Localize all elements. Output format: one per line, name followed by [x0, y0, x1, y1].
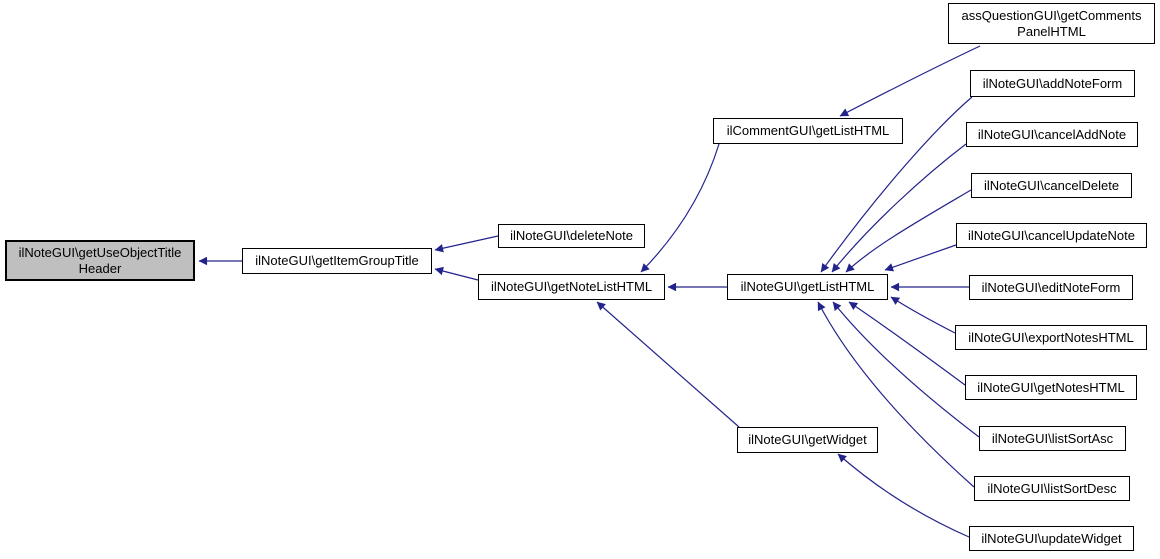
- edge-commentGetListHTML-to-getNoteListHTML: [640, 143, 720, 273]
- node-cancelUpdateNote[interactable]: ilNoteGUI\cancelUpdateNote: [956, 223, 1147, 248]
- edge-addNoteForm-to-getListHTML: [820, 96, 973, 273]
- node-label: Header: [78, 260, 122, 276]
- node-commentGetListHTML[interactable]: ilCommentGUI\getListHTML: [713, 118, 903, 144]
- node-label: ilNoteGUI\getUseObjectTitle: [18, 244, 182, 260]
- edge-assQuestionGetCommentsPanelHTML-to-commentGetListHTML: [839, 45, 981, 117]
- node-getWidget[interactable]: ilNoteGUI\getWidget: [737, 427, 878, 453]
- node-getItemGroupTitle[interactable]: ilNoteGUI\getItemGroupTitle: [242, 248, 432, 274]
- edge-cancelUpdateNote-to-getListHTML: [884, 244, 957, 272]
- edge-exportNotesHTML-to-getListHTML: [890, 296, 956, 334]
- node-deleteNote[interactable]: ilNoteGUI\deleteNote: [498, 224, 645, 248]
- node-label: assQuestionGUI\getComments: [961, 7, 1142, 23]
- edge-listSortAsc-to-getListHTML: [832, 301, 980, 438]
- node-label: ilNoteGUI\listSortDesc: [987, 480, 1117, 496]
- edge-deleteNote-to-getItemGroupTitle: [434, 235, 499, 253]
- node-label: ilNoteGUI\deleteNote: [510, 228, 633, 244]
- edge-cancelAddNote-to-getListHTML: [831, 143, 967, 273]
- node-cancelAddNote[interactable]: ilNoteGUI\cancelAddNote: [966, 122, 1138, 147]
- edge-getWidget-to-getNoteListHTML: [596, 301, 740, 428]
- node-label: ilNoteGUI\listSortAsc: [991, 430, 1114, 446]
- node-label: ilCommentGUI\getListHTML: [726, 123, 890, 139]
- node-cancelDelete[interactable]: ilNoteGUI\cancelDelete: [971, 173, 1132, 198]
- node-label: ilNoteGUI\cancelDelete: [983, 177, 1120, 193]
- node-label: PanelHTML: [1017, 23, 1086, 39]
- node-label: ilNoteGUI\editNoteForm: [981, 279, 1121, 295]
- edge-getNotesHTML-to-getListHTML: [848, 301, 966, 386]
- node-getNoteListHTML[interactable]: ilNoteGUI\getNoteListHTML: [478, 274, 665, 300]
- node-label: ilNoteGUI\cancelAddNote: [977, 126, 1127, 142]
- node-label: ilNoteGUI\updateWidget: [981, 530, 1122, 546]
- node-getListHTML[interactable]: ilNoteGUI\getListHTML: [727, 274, 888, 300]
- node-label: ilNoteGUI\getListHTML: [740, 279, 875, 295]
- node-label: ilNoteGUI\getItemGroupTitle: [255, 253, 419, 269]
- node-label: ilNoteGUI\getNotesHTML: [977, 379, 1125, 395]
- node-listSortAsc[interactable]: ilNoteGUI\listSortAsc: [979, 426, 1126, 451]
- node-label: ilNoteGUI\getWidget: [748, 432, 867, 448]
- edge-getNoteListHTML-to-getItemGroupTitle: [434, 266, 479, 281]
- edge-listSortDesc-to-getListHTML: [817, 301, 975, 488]
- node-addNoteForm[interactable]: ilNoteGUI\addNoteForm: [970, 70, 1135, 97]
- node-label: ilNoteGUI\exportNotesHTML: [968, 329, 1134, 345]
- node-getNotesHTML[interactable]: ilNoteGUI\getNotesHTML: [965, 375, 1137, 400]
- edge-cancelDelete-to-getListHTML: [845, 189, 972, 273]
- edge-updateWidget-to-getWidget: [837, 453, 970, 538]
- node-label: ilNoteGUI\addNoteForm: [982, 75, 1123, 91]
- node-exportNotesHTML[interactable]: ilNoteGUI\exportNotesHTML: [955, 325, 1147, 350]
- node-listSortDesc[interactable]: ilNoteGUI\listSortDesc: [974, 476, 1130, 501]
- node-label: ilNoteGUI\cancelUpdateNote: [968, 227, 1135, 243]
- node-label: ilNoteGUI\getNoteListHTML: [490, 279, 653, 295]
- node-updateWidget[interactable]: ilNoteGUI\updateWidget: [969, 526, 1134, 551]
- node-editNoteForm[interactable]: ilNoteGUI\editNoteForm: [969, 275, 1133, 300]
